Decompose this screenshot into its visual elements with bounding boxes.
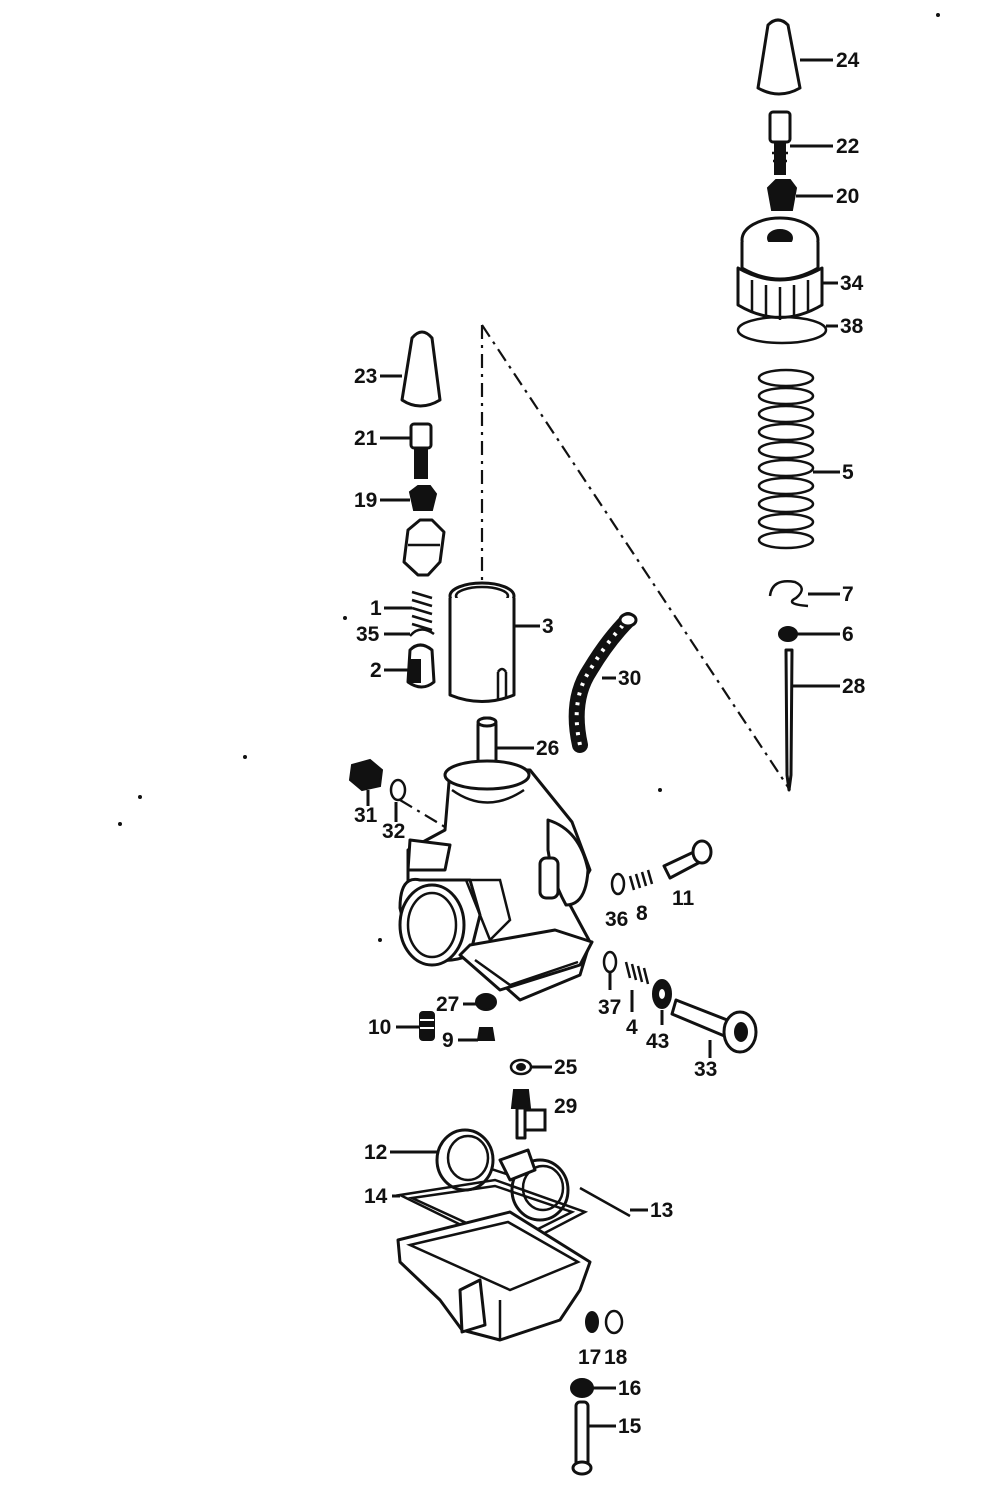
label-3: 3 [542, 615, 554, 638]
label-36: 36 [605, 908, 628, 931]
label-16: 16 [618, 1377, 641, 1400]
part-24-cap [756, 18, 802, 96]
label-32: 32 [382, 820, 405, 843]
label-9: 9 [442, 1029, 454, 1052]
part-38-o-ring [736, 315, 828, 345]
part-37-o-ring [602, 950, 618, 974]
label-2: 2 [370, 659, 382, 682]
label-28: 28 [842, 675, 866, 698]
scan-speck [138, 795, 142, 799]
label-33: 33 [694, 1058, 717, 1081]
label-18: 18 [604, 1346, 628, 1369]
label-14: 14 [364, 1185, 388, 1208]
part-28-jet-needle [784, 648, 794, 792]
float-chamber [396, 1210, 592, 1342]
label-15: 15 [618, 1415, 642, 1438]
part-5-spring [757, 368, 815, 550]
part-13-float-pin [579, 1186, 631, 1218]
part-22-adjuster [768, 110, 792, 175]
part-7-needle-clip [768, 580, 809, 608]
label-21: 21 [354, 427, 378, 450]
scan-speck [658, 788, 662, 792]
part-10-jet [419, 1011, 435, 1041]
label-23: 23 [354, 365, 377, 388]
part-6-seat [778, 626, 798, 642]
label-5: 5 [842, 461, 854, 484]
part-25-washer [509, 1058, 533, 1076]
scan-speck [118, 822, 122, 826]
label-11: 11 [672, 887, 695, 910]
label-20: 20 [836, 185, 859, 208]
part-43-washer [652, 979, 672, 1009]
carburetor-body [398, 759, 594, 1002]
label-38: 38 [840, 315, 864, 338]
label-17: 17 [578, 1346, 601, 1369]
label-12: 12 [364, 1141, 387, 1164]
scan-speck [378, 938, 382, 942]
part-12-float [435, 1128, 570, 1222]
label-24: 24 [836, 49, 860, 72]
part-29-needle-valve [510, 1089, 532, 1140]
label-8: 8 [636, 902, 648, 925]
part-30-hose [568, 612, 638, 753]
label-27: 27 [436, 993, 459, 1016]
part-17-drain-screw [585, 1311, 599, 1333]
part-21-adjuster [409, 422, 433, 479]
starter-plunger-body [402, 518, 446, 577]
part-19-nut [408, 485, 438, 511]
label-10: 10 [368, 1016, 391, 1039]
part-4-spring [624, 961, 650, 985]
part-35-clip [409, 628, 435, 637]
part-18-gasket [604, 1309, 624, 1335]
label-25: 25 [554, 1056, 578, 1079]
label-4: 4 [626, 1016, 638, 1039]
label-7: 7 [842, 583, 854, 606]
part-11-screw [662, 839, 713, 880]
part-34-mixing-chamber-cap [736, 216, 824, 320]
label-26: 26 [536, 737, 559, 760]
label-43: 43 [646, 1030, 669, 1053]
label-19: 19 [354, 489, 377, 512]
label-29: 29 [554, 1095, 577, 1118]
leader-lines [366, 58, 840, 1428]
axis-line-31 [399, 799, 451, 831]
label-31: 31 [354, 804, 378, 827]
label-1: 1 [370, 597, 382, 620]
part-23-cap [400, 330, 442, 408]
part-9-jet [476, 1027, 496, 1041]
part-1-spring [411, 590, 433, 632]
part-33-bolt [670, 998, 758, 1054]
part-8-spring [628, 869, 654, 891]
scan-speck [936, 13, 940, 17]
part-27-washer [475, 993, 497, 1011]
part-2-plunger [406, 643, 436, 689]
label-35: 35 [356, 623, 380, 646]
part-15-screw [571, 1400, 593, 1476]
label-37: 37 [598, 996, 621, 1019]
part-3-throttle-valve [448, 581, 516, 703]
axis-line-diagonal [481, 324, 791, 791]
label-22: 22 [836, 135, 859, 158]
scan-speck [243, 755, 247, 759]
label-6: 6 [842, 623, 854, 646]
part-16-washer [570, 1378, 594, 1398]
part-32-washer [389, 778, 407, 802]
part-31-screw [348, 758, 384, 792]
part-36-o-ring [610, 872, 626, 896]
part-20-nut [766, 179, 798, 211]
label-30: 30 [618, 667, 641, 690]
label-13: 13 [650, 1199, 673, 1222]
label-34: 34 [840, 272, 864, 295]
scan-speck [343, 616, 347, 620]
